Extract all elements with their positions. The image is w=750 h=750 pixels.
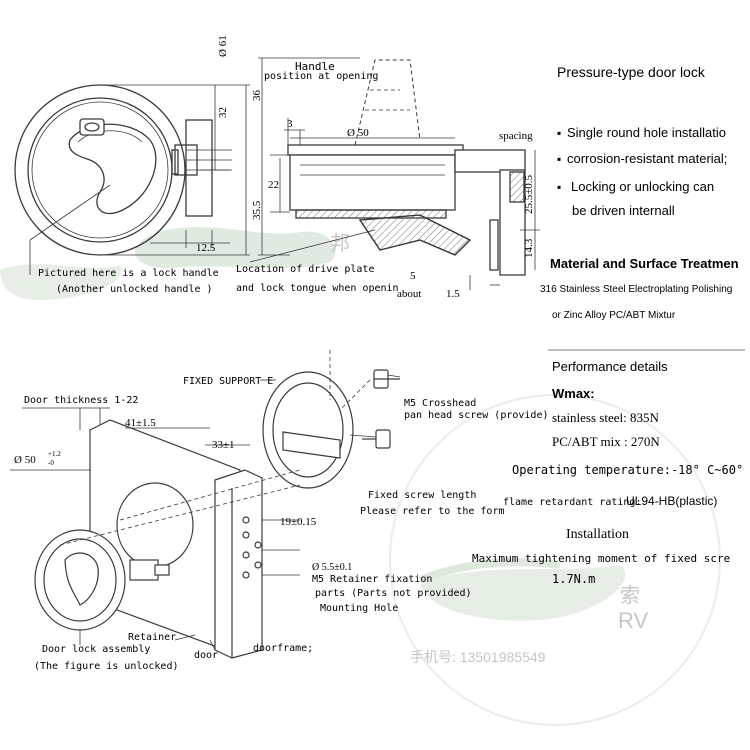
label-door-lock-assembly: Door lock assembly xyxy=(42,644,150,655)
label-lock-tongue: and lock tongue when openin xyxy=(236,283,399,294)
dim-d33: 33±1 xyxy=(212,439,235,451)
dim-about: about xyxy=(397,288,421,300)
stainless-value: stainless steel: 835N xyxy=(552,410,659,425)
side-view xyxy=(287,59,526,276)
label-m5-crosshead: M5 Crosshead xyxy=(404,398,476,409)
dim-d50-bottom: Ø 50 xyxy=(14,454,36,466)
performance-title: Performance details xyxy=(552,359,668,374)
dim-d50-tol-up: +1.2 xyxy=(48,450,61,458)
watermark-phone: 手机号: 13501985549 xyxy=(410,649,546,665)
dim-d50-tol-down: -0 xyxy=(48,459,54,467)
front-view xyxy=(14,84,232,256)
bullet-dot-1: ▪ xyxy=(557,126,561,140)
flame-rating-label: flame retardant rating: xyxy=(503,497,641,508)
bullet-dot-2: ▪ xyxy=(557,152,561,166)
label-spacing: spacing xyxy=(499,130,533,142)
watermark-char-1: 邦 xyxy=(330,232,350,255)
bullet-dot-3: ▪ xyxy=(557,180,561,194)
dim-d19: 19±0.15 xyxy=(280,516,317,528)
exploded-view-dimensions xyxy=(10,379,300,651)
label-handle: Handle xyxy=(295,60,335,73)
label-door-thickness: Door thickness 1-22 xyxy=(24,395,138,406)
dim-d5: 5 xyxy=(410,270,416,282)
torque-value: 1.7N.m xyxy=(552,572,595,586)
side-view-dimensions xyxy=(249,57,540,290)
label-retainer: Retainer xyxy=(128,632,176,643)
material-title: Material and Surface Treatmen xyxy=(550,256,739,271)
label-mounting-hole: Mounting Hole xyxy=(320,603,398,614)
label-door: door xyxy=(194,650,218,661)
exploded-view xyxy=(34,350,401,659)
label-fixed-screw-length: Fixed screw length xyxy=(368,490,476,501)
label-pictured: Pictured here is a lock handle xyxy=(38,268,219,279)
dim-d25-5: 25.5±0.5 xyxy=(523,174,535,214)
wmax-label: Wmax: xyxy=(552,386,595,401)
label-refer-form: Please refer to the form xyxy=(360,506,505,517)
torque-label: Maximum tightening moment of fixed scre xyxy=(472,552,730,565)
dim-d1-5: 1.5 xyxy=(446,288,460,300)
dim-d5-5: Ø 5.5±0.1 xyxy=(312,562,352,573)
right-panel: Pressure-type door lock ▪ Single round h… xyxy=(472,64,750,586)
panel-title: Pressure-type door lock xyxy=(557,64,706,80)
label-handle-position: position at opening xyxy=(264,71,378,82)
label-another-handle: (Another unlocked handle ) xyxy=(56,284,213,295)
flame-rating-value: UL94-HB(plastic) xyxy=(626,494,717,508)
dim-d3: 3 xyxy=(287,118,293,130)
dim-d32: 32 xyxy=(217,107,229,118)
operating-temperature: Operating temperature:-18° C~60° C xyxy=(512,463,750,477)
bullet-3: Locking or unlocking can xyxy=(571,179,714,194)
material-line-2: or Zinc Alloy PC/ABT Mixtur xyxy=(552,310,676,321)
dim-d36: 36 xyxy=(251,90,263,102)
label-doorframe: doorframe; xyxy=(253,643,313,654)
watermark-char-2: 索 xyxy=(620,584,640,607)
dim-d50: Ø 50 xyxy=(347,127,369,139)
watermark-ring xyxy=(389,394,721,726)
bullet-1: Single round hole installatio xyxy=(567,125,726,140)
label-parts-not-provided: parts (Parts not provided) xyxy=(315,588,472,599)
dim-d14-3: 14.3 xyxy=(523,238,535,258)
front-view-dimensions xyxy=(29,84,250,275)
installation-title: Installation xyxy=(566,527,629,542)
label-figure-unlocked: (The figure is unlocked) xyxy=(34,661,179,672)
dim-d12-5: 12.5 xyxy=(196,242,216,254)
dim-d35-5: 35.5 xyxy=(251,200,263,220)
material-line-1: 316 Stainless Steel Electroplating Polis… xyxy=(540,284,732,295)
label-fixed-support: FIXED SUPPORT E xyxy=(183,376,273,387)
dim-d61: Ø 61 xyxy=(217,35,229,57)
bullet-2: corrosion-resistant material; xyxy=(567,151,727,166)
label-pan-head: pan head screw (provide) xyxy=(404,410,549,421)
dim-d41: 41±1.5 xyxy=(125,417,156,429)
pcabt-value: PC/ABT mix : 270N xyxy=(552,434,660,449)
watermark-rv: RV xyxy=(618,608,648,633)
dim-d22: 22 xyxy=(268,179,279,191)
label-location-drive-plate: Location of drive plate xyxy=(236,264,374,275)
label-m5-retainer: M5 Retainer fixation xyxy=(312,574,432,585)
bullet-3-continued: be driven internall xyxy=(572,203,675,218)
